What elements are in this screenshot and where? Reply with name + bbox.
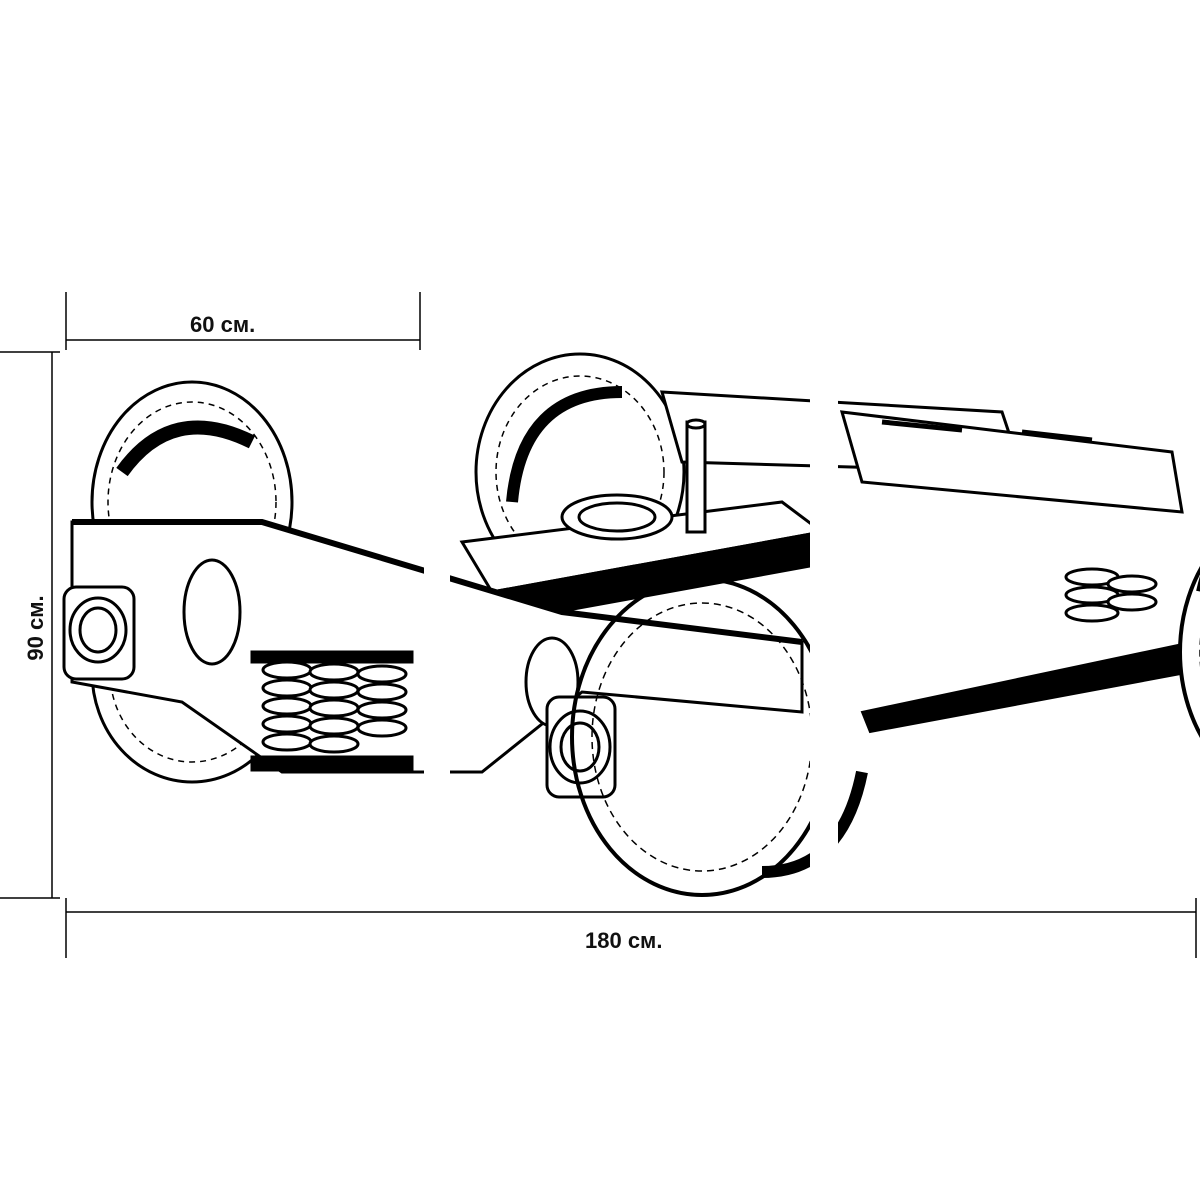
railway-bogie-center-icon	[450, 352, 810, 898]
total-width-label: 180 см.	[585, 928, 663, 953]
height-label: 90 см.	[23, 595, 48, 661]
canvas-panel-left	[62, 352, 424, 898]
canvas-panel-center	[450, 352, 810, 898]
railway-bogie-left-icon	[62, 352, 424, 898]
panel-width-label: 60 см.	[190, 312, 256, 337]
canvas-panel-right	[838, 352, 1200, 898]
railway-bogie-right-icon	[838, 352, 1200, 898]
